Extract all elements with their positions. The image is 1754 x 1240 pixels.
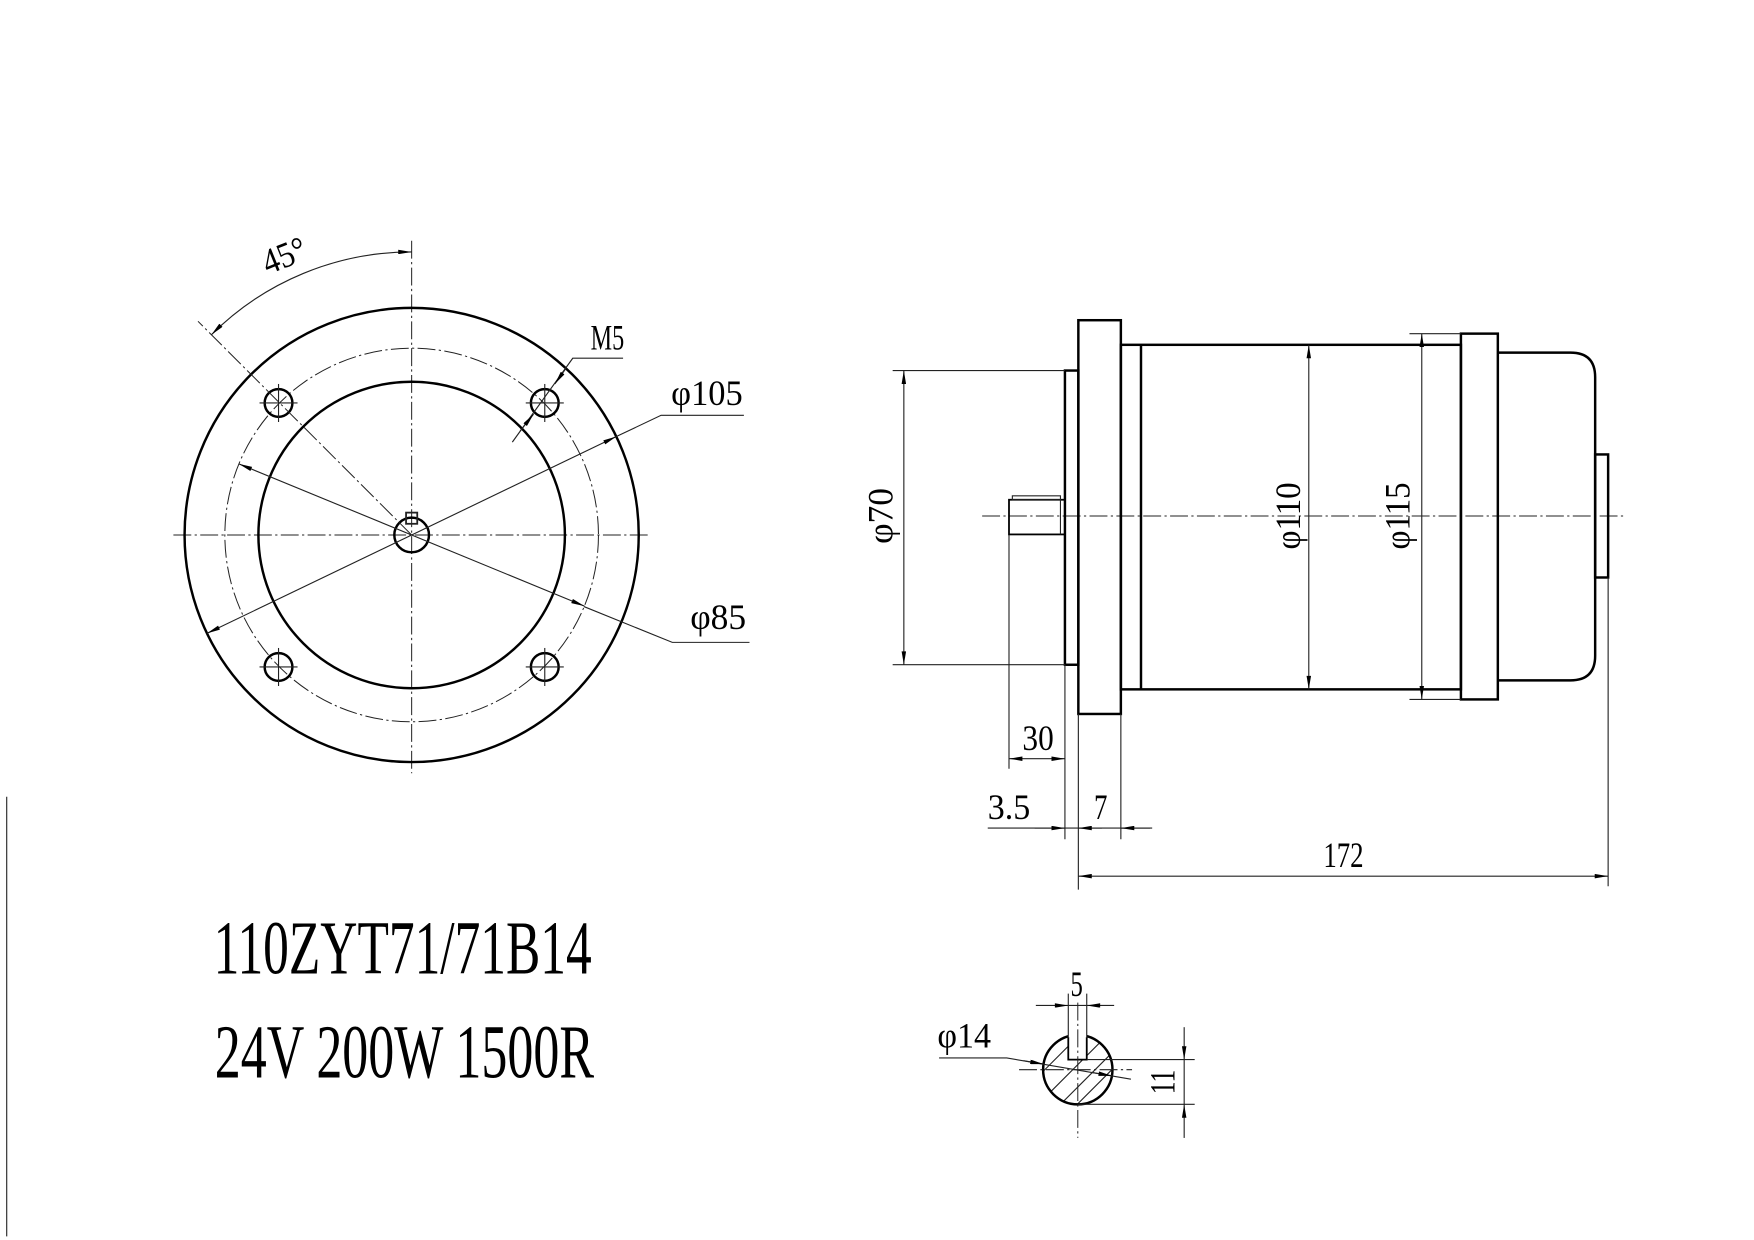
end-terminal: [1593, 453, 1610, 579]
thread-leader-arrow: [519, 413, 535, 432]
shaft-key-side: [1011, 495, 1062, 501]
spigot: [1063, 369, 1080, 666]
shaft-diameter-label: φ14: [937, 1015, 991, 1055]
overall-length-label: 172: [1323, 835, 1363, 875]
shaft-section: 5 φ14 11: [937, 964, 1195, 1138]
outer-diameter-label: φ105: [671, 373, 743, 413]
shaft: [1008, 498, 1066, 536]
end-cap: [1497, 351, 1597, 682]
outer-diameter-leader: [616, 414, 744, 438]
key-depth-label: 11: [1143, 1070, 1183, 1095]
bolt-circle-leader: [583, 606, 750, 643]
angle-label: 45°: [256, 228, 312, 282]
bolt-holes: [259, 383, 564, 686]
flange-thickness-label: 7: [1094, 787, 1107, 827]
bolt-circle-label: φ85: [690, 597, 746, 637]
shaft-diameter-arrow: [1023, 1059, 1044, 1065]
shaft-length-label: 30: [1022, 718, 1053, 758]
motor-specs: 24V 200W 1500R: [215, 1011, 594, 1095]
flange-outer-circle: [183, 306, 640, 764]
thread-label: M5: [591, 317, 625, 357]
bolt-hole: [259, 383, 298, 423]
shaft-diameter-leader: [939, 1057, 1132, 1080]
key-width-label: 5: [1071, 964, 1083, 1004]
angle-extension-line: [197, 320, 413, 536]
bolt-circle-dimension-line: [238, 463, 585, 607]
thread-leader-arrow: [554, 367, 567, 385]
bolt-hole: [525, 383, 564, 423]
side-view: φ70 φ110 φ115 30 3.5 7 172: [861, 318, 1625, 890]
angle-dimension-arc: [211, 249, 412, 336]
spigot-depth-label: 3.5: [988, 787, 1031, 827]
body-label: φ110: [1268, 482, 1308, 549]
spigot-label: φ70: [861, 488, 901, 544]
front-view: 45° M5 φ105 φ85: [173, 228, 750, 774]
shaft-diameter-arrow: [1091, 1071, 1113, 1077]
rear-flange: [1459, 332, 1500, 701]
bolt-hole: [525, 647, 564, 686]
bolt-hole: [259, 647, 298, 686]
flange-label: φ115: [1377, 482, 1417, 549]
model-number: 110ZYT71/71B14: [214, 906, 592, 990]
front-flange: [1077, 318, 1123, 716]
